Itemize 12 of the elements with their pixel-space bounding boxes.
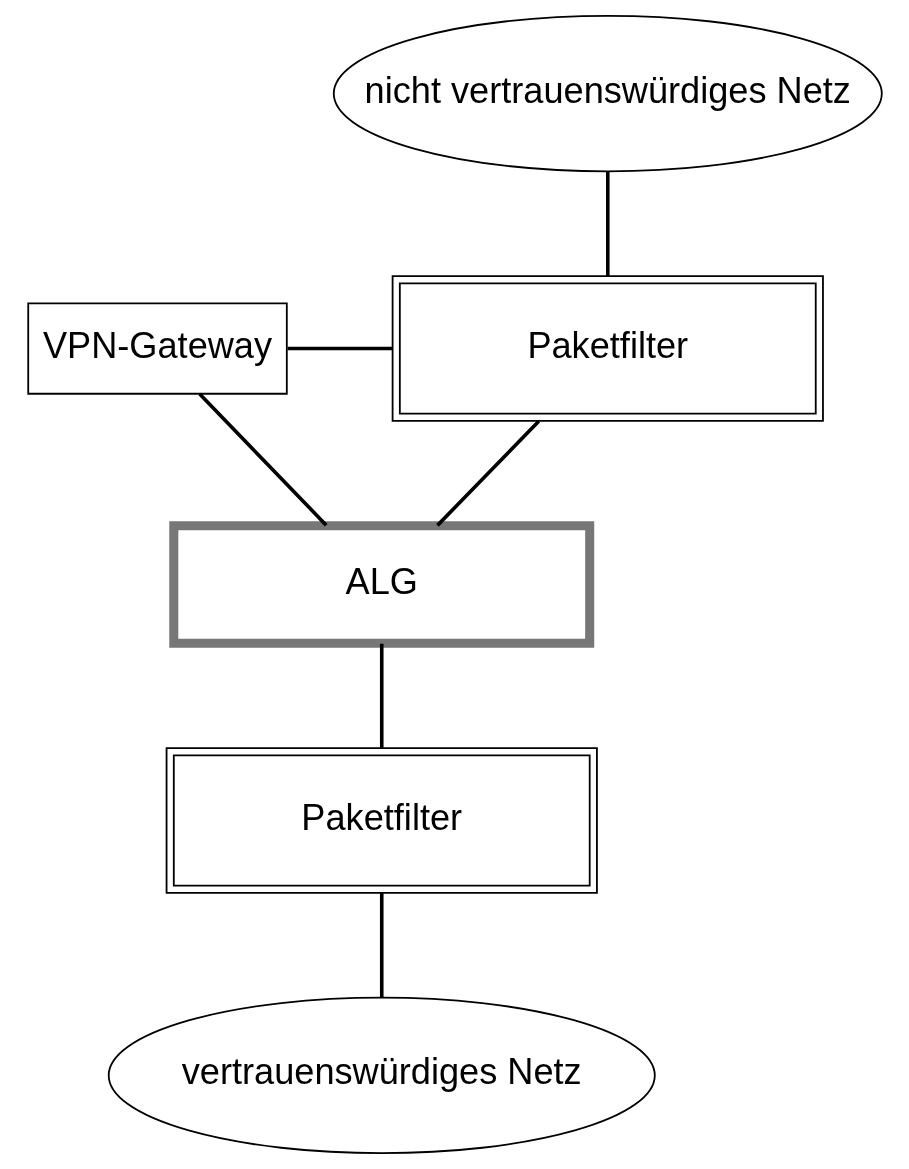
connector	[287, 346, 392, 351]
connector	[379, 643, 384, 748]
node-box: Paketfilter	[165, 747, 598, 894]
node-box: Paketfilter	[391, 275, 824, 422]
connector	[605, 171, 610, 277]
connector	[197, 392, 327, 527]
node-box: ALG	[168, 521, 594, 648]
node-ellipse: nicht vertrauenswürdiges Netz	[332, 14, 883, 173]
connector	[379, 892, 384, 998]
node-box: VPN-Gateway	[26, 302, 288, 395]
node-ellipse: vertrauenswürdiges Netz	[107, 996, 656, 1155]
connector	[435, 420, 540, 527]
